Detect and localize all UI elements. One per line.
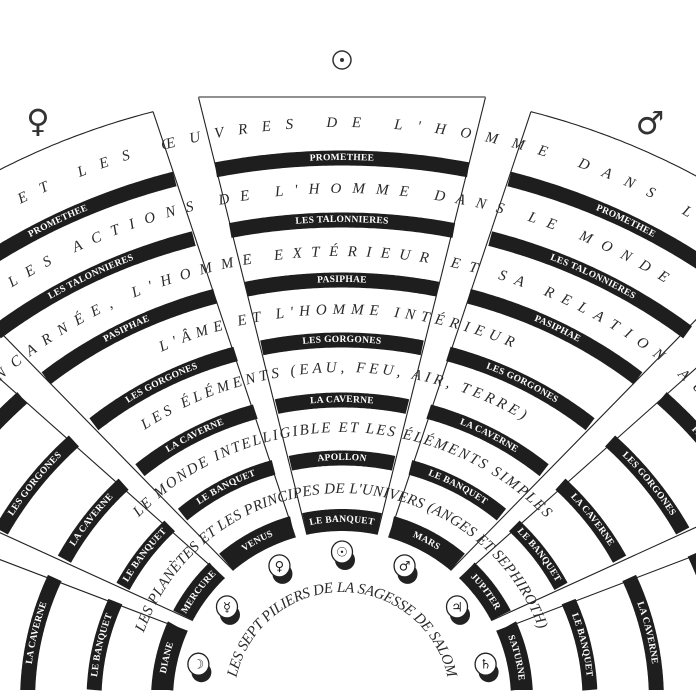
band-label-text: LA CAVERNE bbox=[68, 492, 115, 548]
mars-symbol-icon: ♂ bbox=[399, 559, 411, 574]
tier-band bbox=[622, 574, 664, 690]
aisle-edge bbox=[450, 318, 696, 571]
band-label-text: LES GORGONES bbox=[7, 450, 64, 518]
tier-band bbox=[20, 574, 62, 690]
band-label-mercure: LES GORGONES bbox=[7, 450, 64, 518]
band-label-jupiter: PASIPHAE bbox=[689, 425, 696, 470]
band-label-text: LES TALONNIERES bbox=[295, 215, 389, 227]
band-label-apollon: LES TALONNIERES bbox=[295, 215, 389, 227]
aisle-edge bbox=[0, 331, 234, 571]
tier-band bbox=[0, 392, 28, 430]
band-label-mars: LE BANQUET bbox=[427, 468, 490, 507]
band-label-mercure: LA CAVERNE bbox=[68, 492, 115, 548]
jupiter-pillar: ♃ bbox=[445, 595, 471, 625]
tier-band bbox=[173, 562, 225, 621]
moon-symbol-icon: ☽ bbox=[193, 658, 205, 673]
tier-band bbox=[0, 435, 79, 535]
tier-band bbox=[0, 231, 196, 339]
mars-header-symbol-icon: ♂ bbox=[636, 104, 665, 142]
tier-band bbox=[446, 346, 595, 431]
tier-band bbox=[656, 392, 696, 443]
moon-pillar: ☽ bbox=[187, 652, 212, 683]
tier-band bbox=[459, 562, 511, 621]
tier-band bbox=[135, 404, 258, 477]
tier-band bbox=[0, 171, 177, 262]
band-label-text: LA CAVERNE bbox=[568, 492, 615, 548]
tier-band bbox=[41, 289, 217, 385]
aisle-edge bbox=[490, 526, 696, 622]
tier-band bbox=[389, 516, 465, 571]
tier-band bbox=[426, 404, 549, 477]
band-label-text: PASIPHAE bbox=[689, 425, 696, 470]
aisle-edge bbox=[0, 532, 194, 622]
tier-band bbox=[57, 478, 129, 563]
band-label-apollon: LES GORGONES bbox=[302, 335, 382, 347]
band-label-text: PASIPHAE bbox=[317, 275, 367, 286]
band-label-venus: LE BANQUET bbox=[195, 468, 258, 507]
band-label-text: LA CAVERNE bbox=[310, 395, 374, 407]
sector-outer-edge bbox=[0, 111, 154, 171]
venus-pillar: ♀ bbox=[268, 554, 293, 584]
band-label-apollon: PROMETHEE bbox=[310, 153, 375, 164]
seven-pillars: ☽ ☿ ♀ ☉ ♂ ♃ ♄ bbox=[187, 540, 499, 683]
tier-band bbox=[507, 171, 696, 269]
band-label-jupiter: LES GORGONES bbox=[620, 450, 677, 518]
band-label-text: LES GORGONES bbox=[302, 335, 382, 347]
saturn-pillar: ♄ bbox=[474, 652, 499, 683]
tier-band bbox=[214, 150, 470, 178]
sun-symbol-icon: ☉ bbox=[336, 546, 348, 561]
tier-band bbox=[244, 272, 440, 297]
tier-inscription: L'ÂME ET L'HOMME INTÉRIEUR bbox=[156, 302, 522, 356]
mercury-pillar: ☿ bbox=[215, 595, 240, 625]
band-label-text: LE BANQUET bbox=[195, 468, 257, 507]
tier-band bbox=[488, 231, 693, 339]
tier-band bbox=[151, 621, 188, 691]
tier-band bbox=[116, 520, 176, 591]
band-label-apollon: PASIPHAE bbox=[317, 275, 367, 286]
tier-band bbox=[302, 509, 382, 535]
tier-band bbox=[467, 289, 643, 385]
tier-band bbox=[288, 450, 396, 471]
tier-inscription-text: L'ÂME ET L'HOMME INTÉRIEUR bbox=[156, 302, 516, 356]
saturn-symbol-icon: ♄ bbox=[480, 658, 492, 673]
tier-band bbox=[89, 346, 238, 431]
band-label-apollon: LE BANQUET bbox=[309, 515, 376, 528]
tier-band bbox=[496, 621, 533, 691]
band-label-text: LE BANQUET bbox=[427, 468, 489, 507]
tier-band bbox=[260, 332, 424, 356]
tier-band bbox=[86, 598, 123, 691]
band-label-apollon: APOLLON bbox=[317, 453, 368, 464]
jupiter-symbol-icon: ♃ bbox=[451, 600, 463, 615]
band-label-text: LE BANQUET bbox=[309, 515, 376, 528]
tier-band bbox=[408, 460, 507, 521]
band-label-mars: PROMETHEE bbox=[595, 203, 658, 240]
band-label-jupiter: LA CAVERNE bbox=[568, 492, 615, 548]
sun-pillar: ☉ bbox=[330, 540, 355, 570]
band-label-text: PROMETHEE bbox=[310, 153, 375, 164]
tier-band bbox=[228, 212, 456, 238]
tier-band bbox=[274, 392, 410, 414]
sun-header-symbol-icon bbox=[332, 50, 352, 70]
band-label-text: PROMETHEE bbox=[27, 203, 89, 240]
band-label-text: APOLLON bbox=[317, 453, 367, 464]
band-label-text: PROMETHEE bbox=[595, 203, 657, 240]
tier-band bbox=[177, 460, 276, 521]
tier-band bbox=[605, 435, 690, 535]
band-label-venus: PROMETHEE bbox=[27, 203, 90, 240]
sector-outer-edge bbox=[530, 111, 696, 177]
venus-symbol-icon: ♀ bbox=[275, 559, 285, 574]
mars-pillar: ♂ bbox=[393, 554, 418, 584]
mercury-symbol-icon: ☿ bbox=[223, 600, 231, 615]
band-label-apollon: LA CAVERNE bbox=[310, 395, 374, 407]
band-label-text: LES GORGONES bbox=[620, 450, 677, 518]
tier-band bbox=[219, 516, 295, 571]
tier-band bbox=[508, 520, 568, 591]
tier-band bbox=[555, 478, 627, 563]
tier-band bbox=[561, 598, 598, 691]
venus-header-symbol-icon: ♀ bbox=[26, 102, 49, 140]
